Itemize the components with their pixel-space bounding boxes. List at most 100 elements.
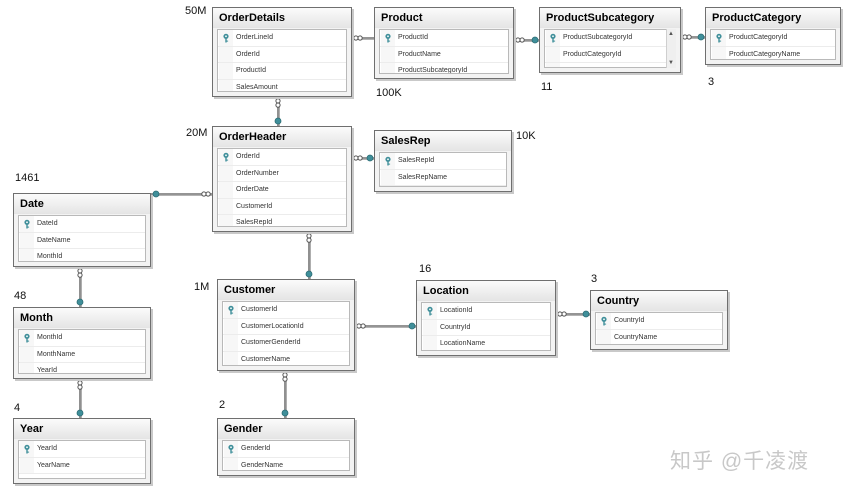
row-selector (219, 46, 233, 62)
field-row[interactable]: GenderId (223, 441, 349, 458)
row-count-product-category: 3 (708, 76, 715, 88)
field-row[interactable]: ProductSubcategoryName (545, 63, 675, 67)
field-row[interactable]: ProductName (380, 46, 508, 63)
field-name: GenderId (241, 445, 271, 452)
row-selector (219, 79, 233, 91)
field-row[interactable]: MonthName (19, 346, 145, 363)
table-title: Gender (218, 419, 354, 439)
row-count-gender: 2 (219, 399, 226, 411)
field-row[interactable]: YearId (19, 441, 145, 458)
field-row[interactable]: CountryId (596, 313, 722, 330)
field-name: LocationName (440, 340, 486, 347)
field-row[interactable]: SalesAmount (218, 79, 346, 91)
field-row[interactable]: ProductSubcategoryId (380, 63, 508, 73)
field-row[interactable]: CustomerLocationId (223, 318, 349, 335)
row-selector (224, 318, 238, 334)
row-selector (219, 198, 233, 214)
field-row[interactable]: CustomerId (223, 302, 349, 319)
field-row[interactable]: GenderName (223, 457, 349, 470)
field-row[interactable]: YearName (19, 457, 145, 474)
key-endpoint-icon (152, 190, 160, 198)
table-title: Month (14, 308, 150, 328)
key-icon (226, 444, 236, 454)
field-row[interactable]: CountryName (596, 329, 722, 344)
key-endpoint-icon (531, 36, 539, 44)
row-selector (20, 232, 34, 248)
field-name: OrderNumber (236, 169, 279, 177)
field-row[interactable]: CustomerGenderId (223, 335, 349, 352)
scroll-up-icon[interactable]: ▲ (668, 31, 674, 37)
field-name: SalesRepId (398, 157, 435, 164)
key-icon (22, 219, 32, 229)
row-selector (20, 249, 34, 261)
field-row[interactable]: ProductId (380, 30, 508, 47)
table-scrollbar[interactable]: ▲ ▼ (666, 29, 676, 68)
field-row[interactable]: MonthId (19, 330, 145, 347)
infinity-icon (306, 233, 312, 243)
row-count-month: 48 (14, 290, 27, 302)
field-row[interactable]: OrderDate (218, 182, 346, 199)
table-title: Date (14, 194, 150, 214)
field-row[interactable]: MonthId (19, 249, 145, 261)
field-row[interactable]: SalesRepId (380, 153, 506, 170)
row-selector (219, 182, 233, 198)
field-row[interactable]: ProductCategoryId (711, 30, 835, 47)
scroll-down-icon[interactable]: ▼ (668, 60, 674, 66)
key-icon (221, 152, 231, 162)
field-row[interactable]: CustomerName (223, 351, 349, 365)
row-count-customer: 1M (194, 281, 210, 293)
field-list: ProductSubcategoryIdProductCategoryIdPro… (544, 29, 676, 68)
field-name: MonthId (37, 253, 63, 260)
row-selector (20, 346, 34, 362)
field-row[interactable]: CountryId (422, 319, 550, 336)
field-row[interactable]: LocationId (422, 303, 550, 320)
field-row[interactable]: YearId (19, 363, 145, 373)
field-row[interactable]: OrderNumber (218, 165, 346, 182)
row-count-sales-rep: 10K (516, 130, 536, 142)
field-row[interactable]: OrderLineId (218, 30, 346, 47)
field-row[interactable]: OrderId (218, 46, 346, 63)
field-row[interactable]: SalesRepName (380, 169, 506, 186)
field-name: ProductCategoryId (729, 34, 788, 41)
row-selector (219, 165, 233, 181)
row-selector (224, 457, 238, 470)
field-row[interactable]: DateId (19, 216, 145, 233)
key-icon (714, 33, 724, 43)
field-row[interactable]: ProductCategoryId (545, 46, 675, 63)
key-icon (226, 305, 236, 315)
field-row[interactable]: SalesRepId (218, 215, 346, 226)
infinity-icon (353, 35, 363, 41)
field-row[interactable]: LocationName (422, 336, 550, 350)
field-name: SalesRepId (236, 219, 273, 226)
field-name: YearName (37, 461, 70, 469)
field-row[interactable]: DateName (19, 232, 145, 249)
key-icon (383, 33, 393, 43)
key-endpoint-icon (274, 117, 282, 125)
field-name: SalesAmount (236, 83, 278, 91)
field-row[interactable]: ProductId (218, 63, 346, 80)
infinity-icon (201, 191, 211, 197)
field-row[interactable]: ProductCategoryName (711, 46, 835, 59)
key-endpoint-icon (408, 322, 416, 330)
field-row[interactable]: ProductSubcategoryId (545, 30, 675, 47)
field-row[interactable]: OrderId (218, 149, 346, 166)
field-row[interactable]: CustomerId (218, 198, 346, 215)
field-name: CountryName (614, 333, 658, 341)
table-title: Country (591, 291, 727, 311)
